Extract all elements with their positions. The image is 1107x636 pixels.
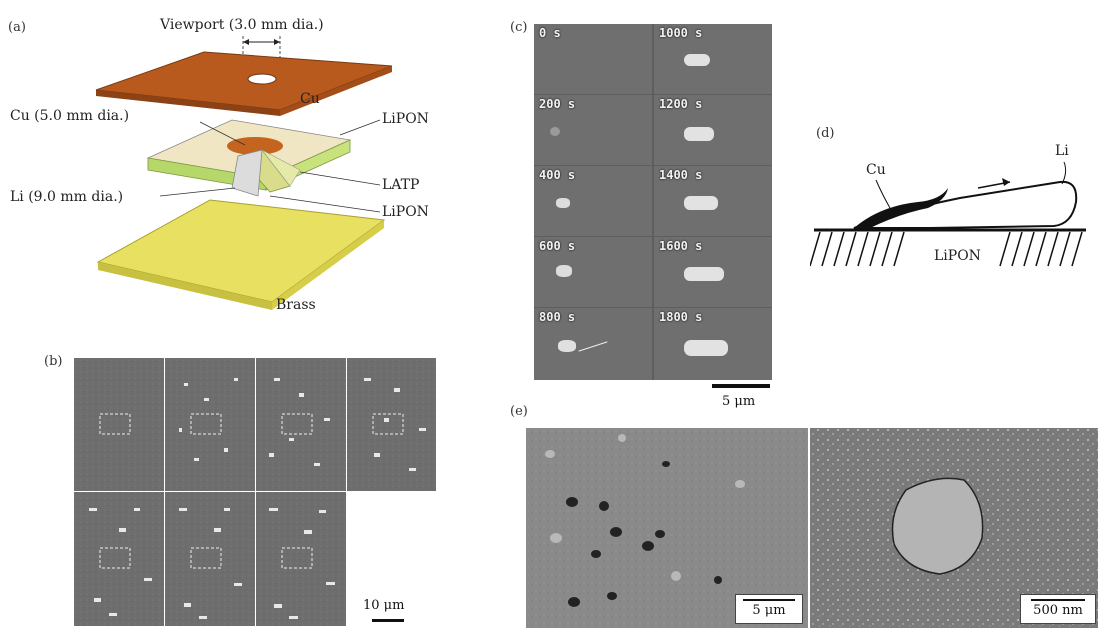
latp-label: LATP (382, 177, 420, 193)
brass-label: Brass (276, 297, 316, 313)
scale-bar-c (712, 384, 770, 388)
frame-4: 800 s (534, 308, 652, 380)
panel-d-letter: (d) (816, 126, 835, 141)
frame-9: 1800 s (654, 308, 772, 380)
cu-plate (95, 51, 393, 111)
exploded-cell-diagram (95, 36, 393, 310)
frame-5: 1000 s (654, 24, 772, 94)
panel-c-letter: (c) (510, 20, 528, 35)
lipon-top-label: LiPON (382, 111, 429, 127)
sem-grid-b (74, 358, 436, 626)
frame-1: 200 s (534, 95, 652, 165)
li-label-d: Li (1055, 143, 1069, 159)
scale-box-e-right: 500 nm (1020, 594, 1096, 624)
panel-a-letter: (a) (8, 20, 26, 35)
scale-label-e-right: 500 nm (1033, 603, 1083, 618)
frame-2: 400 s (534, 166, 652, 236)
cu-inner-label: Cu (5.0 mm dia.) (10, 108, 130, 124)
frame-0: 0 s (534, 24, 652, 94)
cu-top-label: Cu (300, 91, 320, 107)
frame-3: 600 s (534, 237, 652, 307)
sem-pair-e (526, 428, 1098, 628)
viewport-label: Viewport (3.0 mm dia.) (160, 17, 324, 33)
li-label: Li (9.0 mm dia.) (10, 189, 124, 205)
scale-box-e-left: 5 μm (735, 594, 803, 624)
panel-e-letter: (e) (510, 404, 528, 419)
scale-label-e-left: 5 μm (752, 603, 786, 618)
brass-plate (96, 199, 386, 303)
panel-b-letter: (b) (44, 354, 63, 369)
cu-disc (227, 137, 283, 155)
cu-label-d: Cu (866, 162, 886, 178)
scale-label-b: 10 μm (363, 598, 405, 613)
lipon-label-d: LiPON (932, 248, 983, 264)
scale-bar-b (372, 619, 404, 622)
frame-6: 1200 s (654, 95, 772, 165)
scale-label-c: 5 μm (722, 394, 756, 409)
lipon-bottom-label: LiPON (382, 204, 429, 220)
time-series-frames: 0 s 200 s 400 s 600 s 800 s 1000 s 1200 … (534, 24, 772, 380)
frame-7: 1400 s (654, 166, 772, 236)
frame-8: 1600 s (654, 237, 772, 307)
growth-schematic (810, 161, 1086, 267)
